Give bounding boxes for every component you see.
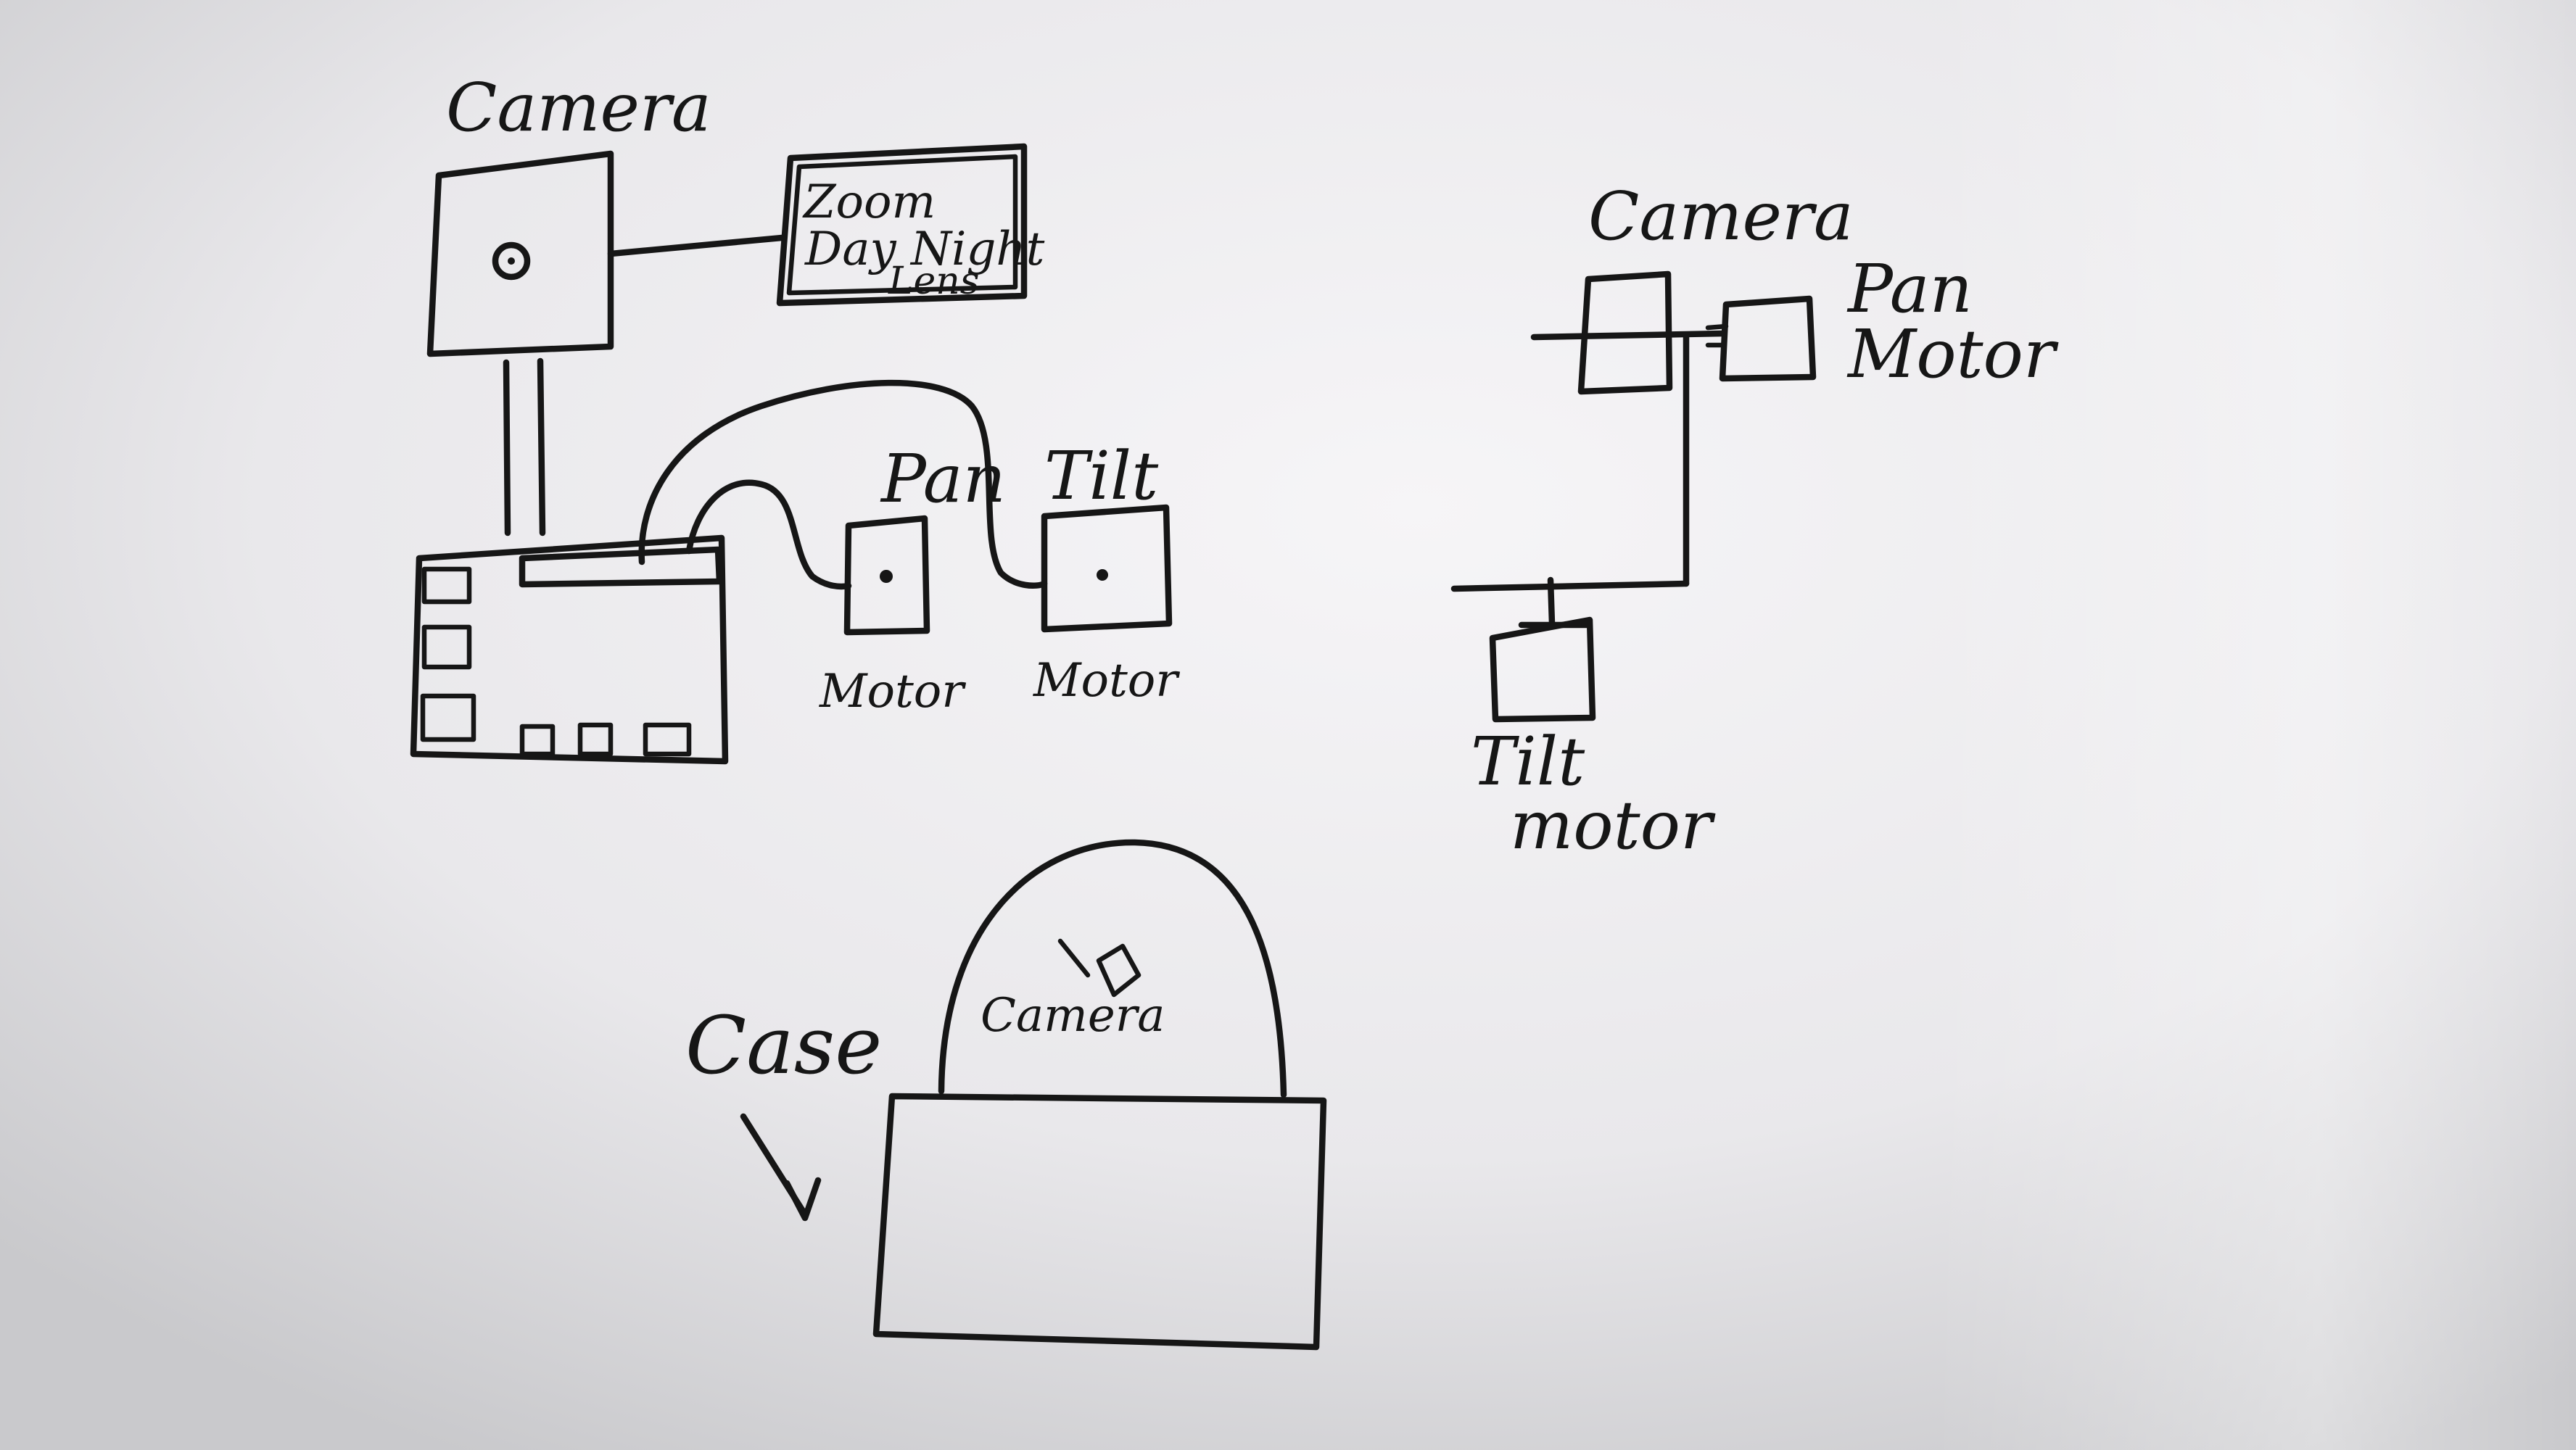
tilt-motor-label-bottom: Motor <box>1033 654 1180 708</box>
mechanism-tilt-label-2: motor <box>1510 787 1716 864</box>
lens-label-lens: Lens <box>888 260 979 303</box>
ribbon-cable-right <box>540 361 542 533</box>
case-label: Case <box>685 999 882 1092</box>
tilt-motor-label-top: Tilt <box>1044 437 1159 515</box>
ribbon-cable-left <box>506 362 508 533</box>
pan-motor-label-top: Pan <box>880 440 1006 518</box>
pan-motor-label-bottom: Motor <box>819 665 966 718</box>
lens-label-zoom: Zoom <box>802 175 936 229</box>
pan-shaft <box>1534 334 1722 337</box>
mechanism-pan-label-2: Motor <box>1846 315 2059 393</box>
camera-label: Camera <box>446 69 711 146</box>
camera-lens-dot <box>508 257 515 265</box>
tilt-motor-stem <box>1551 580 1552 624</box>
mechanism-camera-label: Camera <box>1588 178 1854 255</box>
pan-motor-shaft <box>880 570 893 583</box>
dome-camera-label: Camera <box>981 989 1165 1043</box>
tilt-motor-shaft <box>1097 569 1108 581</box>
